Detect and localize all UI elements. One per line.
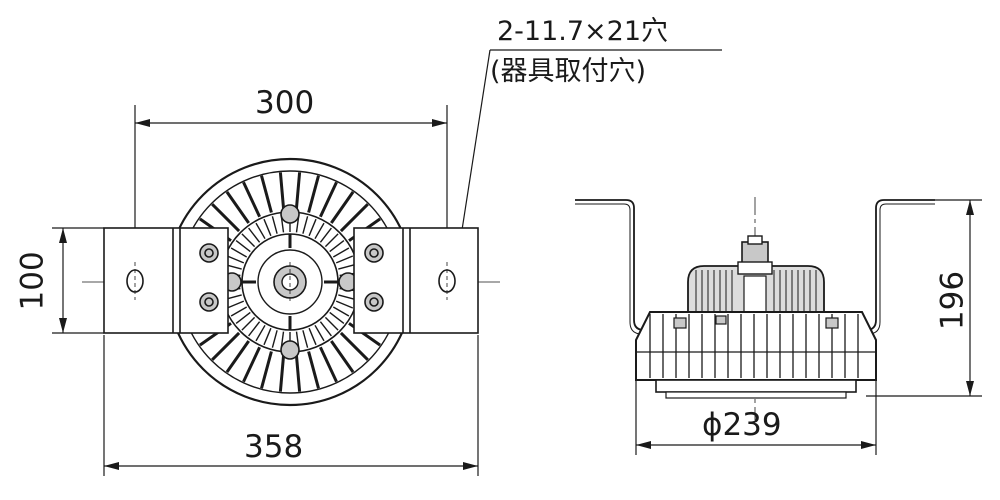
radial-fin — [307, 351, 320, 389]
radial-fin — [211, 331, 241, 361]
radial-fin — [294, 172, 302, 211]
inner-fin — [308, 218, 317, 237]
radial-fin — [225, 340, 250, 373]
inner-fin — [302, 216, 309, 234]
inner-fin — [263, 327, 272, 346]
inner-fin — [324, 233, 339, 248]
radial-fin — [260, 351, 273, 389]
inner-fin — [248, 321, 261, 337]
inner-fin — [308, 327, 317, 346]
inner-fin — [314, 222, 325, 240]
side-view — [575, 197, 982, 455]
radial-fin — [294, 353, 302, 392]
dim-300-line — [134, 105, 448, 240]
radial-fin — [330, 191, 355, 224]
dim-239-label: ϕ239 — [702, 407, 782, 443]
inner-fin — [241, 233, 256, 248]
side-housing — [635, 311, 877, 399]
inner-fin — [332, 306, 350, 317]
inner-fin — [226, 300, 245, 309]
radial-fin — [225, 191, 250, 224]
inner-fin — [255, 222, 266, 240]
inner-fin — [263, 218, 272, 237]
inner-fin — [241, 316, 256, 331]
radial-fin — [319, 181, 338, 218]
dim-100-line — [52, 227, 104, 334]
side-housing-fins — [649, 314, 859, 378]
inner-fin — [271, 216, 278, 234]
dim-358-label: 358 — [244, 429, 304, 465]
radial-fin — [211, 203, 241, 233]
radial-fin — [278, 353, 286, 392]
inner-fin — [235, 311, 251, 324]
radial-fin — [242, 181, 261, 218]
dim-196-label: 196 — [934, 270, 971, 331]
side-heat-sink-fins — [695, 270, 817, 311]
inner-fin — [271, 330, 278, 348]
plan-view — [52, 49, 722, 476]
inner-fin — [230, 306, 248, 317]
dim-239-line — [635, 380, 877, 455]
inner-fin — [338, 263, 356, 270]
hole-spec-label: 2-11.7×21穴 — [497, 16, 669, 47]
inner-fin — [329, 240, 345, 253]
hole-purpose-label: (器具取付穴) — [490, 56, 647, 87]
radial-fin — [339, 203, 369, 233]
left-bracket — [103, 227, 229, 334]
inner-fin — [319, 227, 332, 243]
inner-fin — [302, 330, 309, 348]
right-bracket — [353, 227, 479, 334]
fixture-body-plan — [165, 157, 415, 407]
inner-fin — [319, 321, 332, 337]
inner-fin — [248, 227, 261, 243]
inner-fin — [235, 240, 251, 253]
side-heat-sink — [687, 235, 825, 313]
inner-fin — [314, 324, 325, 342]
radial-fin — [330, 340, 355, 373]
inner-fin — [226, 255, 245, 264]
inner-fin — [335, 255, 354, 264]
inner-fin — [255, 324, 266, 342]
hole-center-marks — [134, 262, 448, 302]
radial-fin — [260, 175, 273, 213]
dim-196-line — [866, 199, 982, 397]
radial-fin — [242, 346, 261, 383]
dim-358-line — [103, 335, 479, 476]
radial-fin — [278, 172, 286, 211]
radial-fin — [319, 346, 338, 383]
dim-100-label: 100 — [14, 251, 51, 311]
inner-fin — [338, 294, 356, 301]
inner-fin — [329, 311, 345, 324]
inner-fin — [335, 300, 354, 309]
inner-fin — [230, 247, 248, 258]
inner-fin — [324, 316, 339, 331]
radial-fin — [339, 331, 369, 361]
dim-300-label: 300 — [255, 85, 315, 121]
radial-fin — [307, 175, 320, 213]
inner-fin — [332, 247, 350, 258]
